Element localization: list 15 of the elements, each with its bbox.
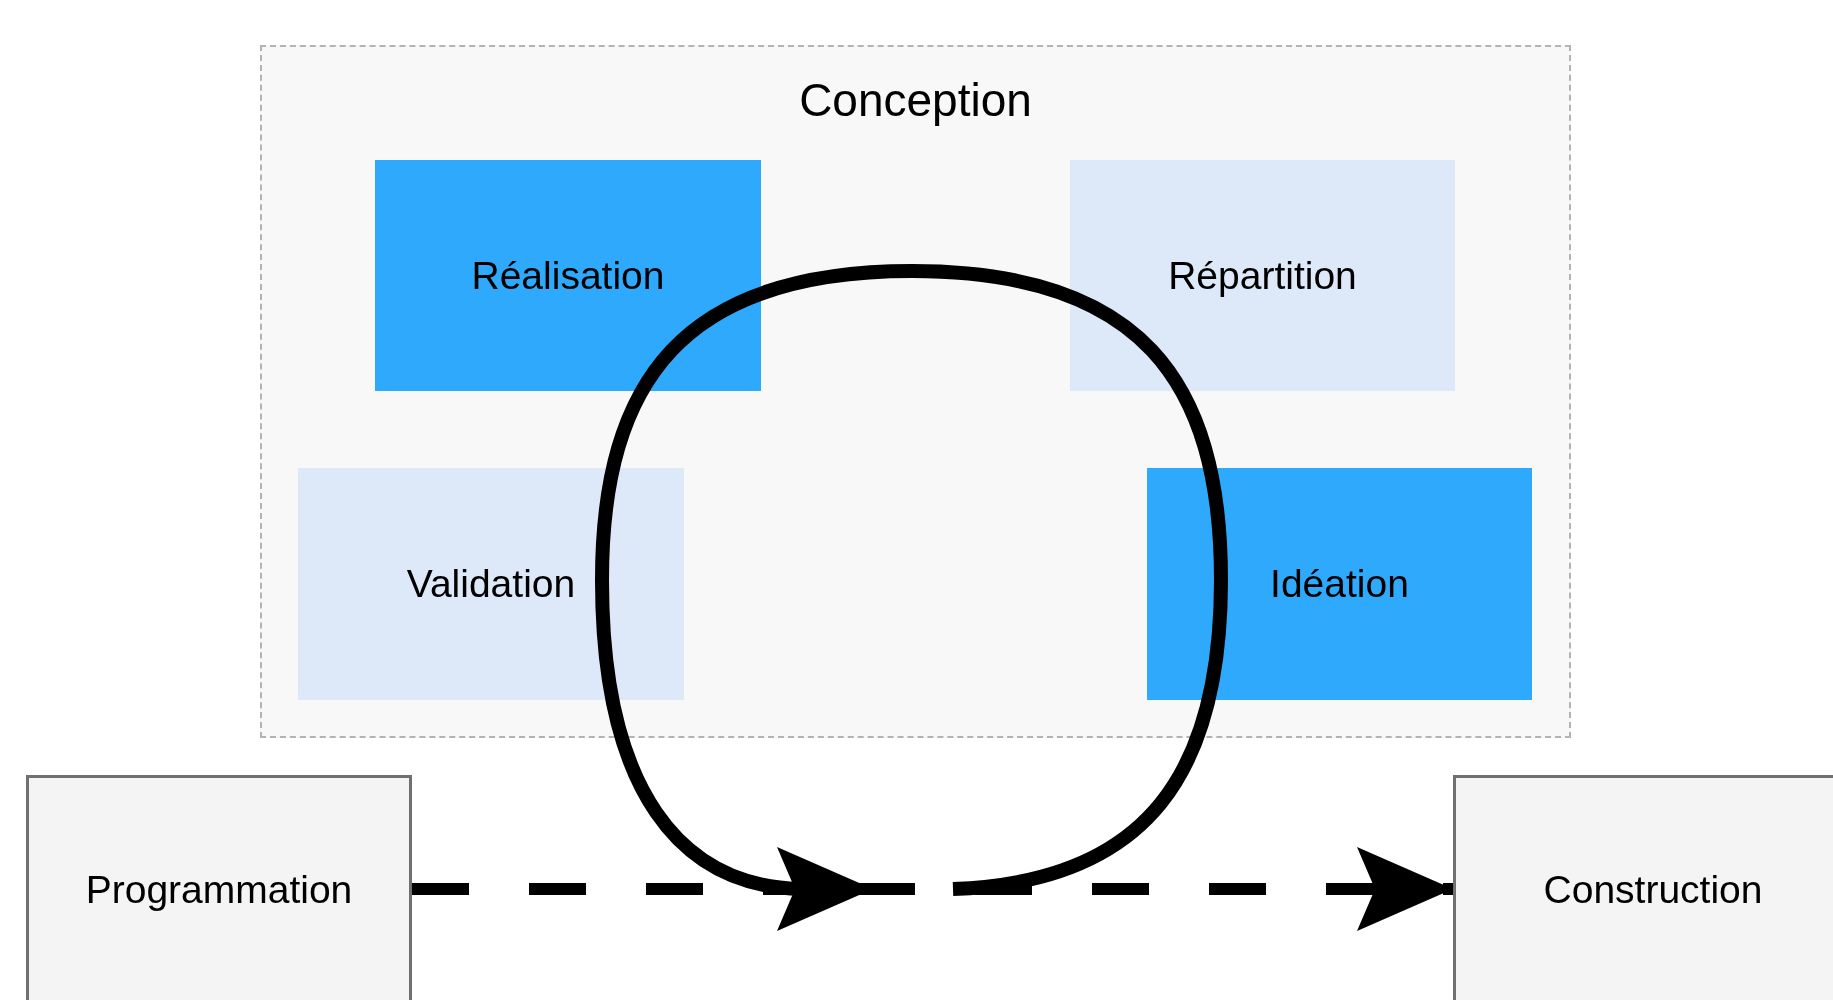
box-label: Validation: [406, 562, 576, 606]
process-box: [1147, 468, 1532, 700]
process-box: [1070, 160, 1455, 391]
process-box: [375, 160, 761, 391]
group-container: [260, 45, 1571, 738]
box-label: Construction: [1543, 868, 1763, 912]
process-box: [1453, 775, 1833, 1000]
box-label: Programmation: [85, 868, 353, 912]
flow-arrow: [412, 847, 1453, 931]
box-label: Réalisation: [471, 253, 665, 298]
process-box: [298, 468, 684, 700]
box-label: Idéation: [1270, 562, 1409, 606]
box-label: Répartition: [1168, 253, 1357, 298]
process-box: [26, 775, 412, 1000]
group-title: Conception: [799, 73, 1032, 127]
